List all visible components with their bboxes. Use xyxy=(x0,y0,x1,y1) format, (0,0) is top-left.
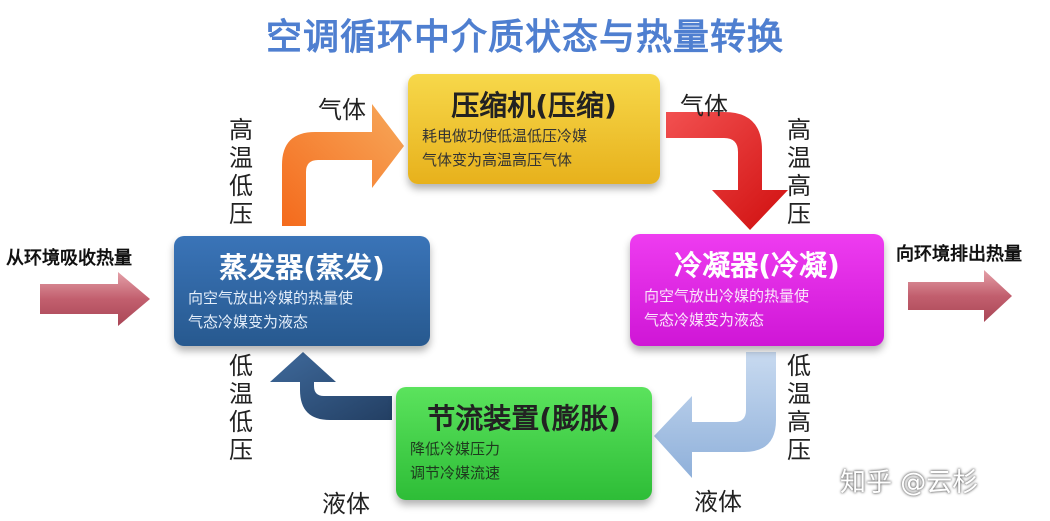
condenser-desc-line1: 向空气放出冷媒的热量使 xyxy=(644,287,810,305)
char: 低 xyxy=(229,408,253,436)
arrow-throttle-to-evaporator xyxy=(270,352,392,420)
compressor-title: 压缩机(压缩) xyxy=(451,89,617,122)
char: 低 xyxy=(787,352,811,380)
evaporator-desc-line1: 向空气放出冷媒的热量使 xyxy=(188,289,354,307)
diagram-title: 空调循环中介质状态与热量转换 xyxy=(265,17,784,58)
char: 温 xyxy=(229,380,253,408)
watermark: 知乎 @云杉 xyxy=(840,468,979,498)
char: 高 xyxy=(229,116,253,144)
throttle-desc-line2: 调节冷媒流速 xyxy=(410,464,501,482)
compressor-box: 压缩机(压缩) 耗电做功使低温低压冷媒 气体变为高温高压气体 xyxy=(408,74,660,184)
state-label-cold-low-left: 低 温 低 压 xyxy=(226,352,256,464)
liquid-label-left: 液体 xyxy=(322,490,370,518)
char: 低 xyxy=(229,172,253,200)
release-heat-label: 向环境排出热量 xyxy=(896,244,1022,265)
arrow-condenser-to-throttle xyxy=(654,352,776,478)
compressor-desc-line2: 气体变为高温高压气体 xyxy=(422,151,573,169)
state-label-hot-high-right: 高 温 高 压 xyxy=(784,116,814,228)
evaporator-title: 蒸发器(蒸发) xyxy=(219,251,385,284)
char: 高 xyxy=(787,116,811,144)
throttle-box: 节流装置(膨胀) 降低冷媒压力 调节冷媒流速 xyxy=(396,387,652,500)
state-label-hot-low-left: 高 温 低 压 xyxy=(226,116,256,228)
compressor-desc-line1: 耗电做功使低温低压冷媒 xyxy=(422,127,588,145)
condenser-title: 冷凝器(冷凝) xyxy=(674,249,840,282)
char: 压 xyxy=(229,200,253,228)
throttle-title: 节流装置(膨胀) xyxy=(427,402,621,435)
arrow-evaporator-to-compressor xyxy=(282,104,404,226)
gas-label-right: 气体 xyxy=(680,92,728,120)
char: 高 xyxy=(787,408,811,436)
char: 温 xyxy=(229,144,253,172)
char: 温 xyxy=(787,144,811,172)
char: 高 xyxy=(787,172,811,200)
arrow-release-heat xyxy=(908,270,1012,322)
absorb-heat-label: 从环境吸收热量 xyxy=(6,248,132,269)
char: 压 xyxy=(787,436,811,464)
arrow-compressor-to-condenser xyxy=(666,112,788,230)
condenser-box: 冷凝器(冷凝) 向空气放出冷媒的热量使 气态冷媒变为液态 xyxy=(630,234,884,346)
evaporator-desc-line2: 气态冷媒变为液态 xyxy=(188,313,309,331)
char: 压 xyxy=(787,200,811,228)
char: 温 xyxy=(787,380,811,408)
liquid-label-right: 液体 xyxy=(694,488,742,516)
state-label-cold-high-right: 低 温 高 压 xyxy=(784,352,814,464)
throttle-desc-line1: 降低冷媒压力 xyxy=(410,440,501,458)
gas-label-left: 气体 xyxy=(318,96,366,124)
evaporator-box: 蒸发器(蒸发) 向空气放出冷媒的热量使 气态冷媒变为液态 xyxy=(174,236,430,346)
condenser-desc-line2: 气态冷媒变为液态 xyxy=(644,311,765,329)
arrow-absorb-heat xyxy=(40,272,150,326)
char: 压 xyxy=(229,436,253,464)
char: 低 xyxy=(229,352,253,380)
